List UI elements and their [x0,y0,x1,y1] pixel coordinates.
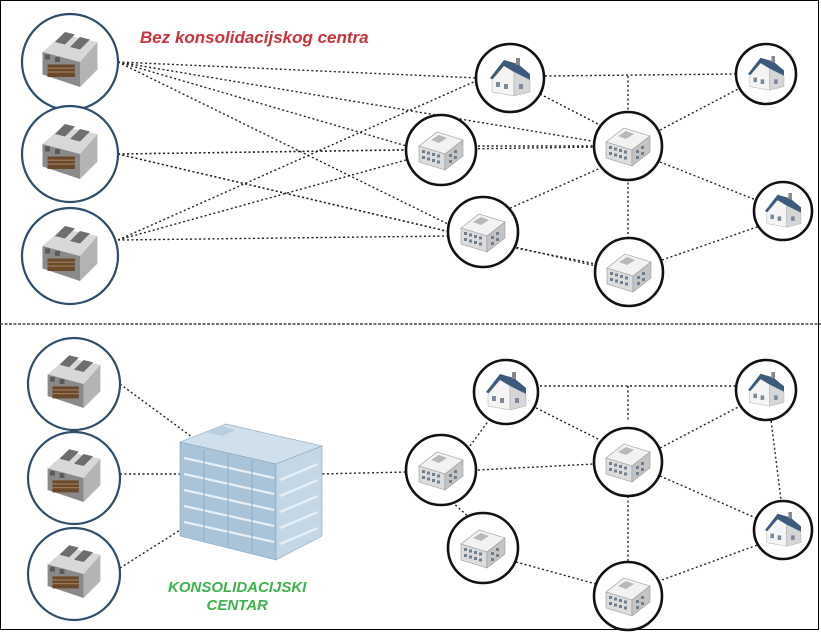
top-network-links [117,61,761,267]
consolidation-center-label-line2: CENTAR [206,597,268,614]
customer-house [734,358,798,422]
customer-store [593,236,665,308]
consolidation-center [178,423,324,561]
customer-house [734,42,798,106]
customer-store [592,110,664,182]
customer-store [404,433,478,507]
bottom-network-links [119,383,783,585]
customer-store [404,113,478,187]
customer-store [446,195,520,269]
supplier-3 [20,206,120,306]
supplier-1 [26,336,122,432]
supplier-2 [20,104,120,204]
consolidation-center-label: KONSOLIDACIJSKI CENTAR [168,579,306,615]
customer-store [592,426,664,498]
customer-house [752,499,814,561]
consolidation-center-label-line1: KONSOLIDACIJSKI [168,579,307,596]
without-center-title: Bez konsolidacijskog centra [140,28,369,47]
supplier-3 [26,526,122,622]
customer-house [472,358,540,426]
customer-store [446,511,520,585]
office-building-icon [178,423,324,561]
customer-house [474,42,546,114]
supplier-2 [26,430,122,526]
customer-house [752,180,814,242]
customer-store [592,560,664,632]
supplier-1 [20,12,120,112]
